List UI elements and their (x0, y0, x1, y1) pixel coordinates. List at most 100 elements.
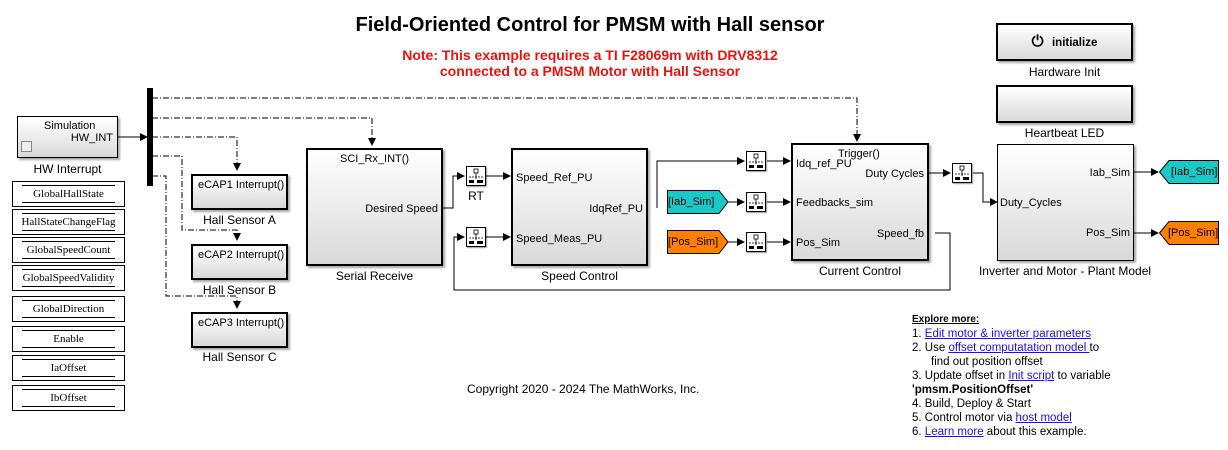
hardware-init-caption: Hardware Init (1028, 65, 1101, 79)
rate-transition-5[interactable] (746, 232, 766, 252)
explore-step-2: 2. Use offset computatation model to (912, 341, 1111, 355)
data-store-global-direction[interactable]: GlobalDirection (12, 296, 125, 322)
page-title: Field-Oriented Control for PMSM with Hal… (355, 14, 825, 36)
plant-pos-sim-port: Pos_Sim (1085, 227, 1130, 239)
note-line-2: connected to a PMSM Motor with Hall Sens… (439, 63, 741, 79)
data-store-enable[interactable]: Enable (12, 326, 125, 352)
rate-transition-4[interactable] (746, 192, 766, 212)
rate-transition-1[interactable] (466, 166, 486, 186)
idq-ref-port: Idq_ref_PU (796, 158, 852, 170)
desired-speed-port: Desired Speed (365, 203, 438, 215)
desired-speed-line (441, 172, 465, 209)
current-control-caption: Current Control (818, 264, 902, 278)
hw-interrupt-block[interactable]: Simulation HW_INT (17, 116, 118, 158)
from-tag-shape (667, 190, 729, 214)
function-call-demux[interactable] (147, 88, 153, 186)
plant-model-block[interactable]: Duty_Cycles Iab_Sim Pos_Sim (997, 144, 1134, 261)
serial-receive-caption: Serial Receive (335, 269, 414, 283)
current-control-block[interactable]: Trigger() Idq_ref_PU Feedbacks_sim Pos_S… (791, 143, 929, 261)
idqref-port: IdqRef_PU (589, 203, 643, 215)
plant-iab-sim-port: Iab_Sim (1089, 167, 1130, 179)
hall-sensor-a-caption: Hall Sensor A (203, 213, 276, 227)
rate-transition-icon (749, 153, 763, 168)
hall-sensor-a-block[interactable]: eCAP1 Interrupt() (191, 174, 288, 210)
step6-suffix: about this example. (983, 426, 1087, 438)
speed-control-caption: Speed Control (541, 269, 618, 283)
hall-sensor-b-caption: Hall Sensor B (202, 283, 277, 297)
step1-prefix: 1. (912, 328, 925, 340)
init-script-link[interactable]: Init script (1008, 370, 1055, 382)
rate-transition-3[interactable] (746, 151, 766, 171)
rate-transition-icon (469, 168, 483, 183)
heartbeat-led-block[interactable] (996, 85, 1133, 123)
fcall-line-hall-b (152, 155, 241, 241)
step3-prefix: 3. Update offset in (912, 370, 1009, 382)
learn-more-link[interactable]: Learn more (924, 426, 984, 438)
rate-transition-icon (469, 229, 483, 244)
from-iab-sim-tag[interactable]: [Iab_Sim] (667, 190, 729, 214)
rate-transition-2[interactable] (466, 227, 486, 247)
step2-prefix: 2. Use (912, 342, 949, 354)
rt-caption: RT (468, 189, 484, 203)
explore-step-1: 1. Edit motor & inverter parameters (912, 327, 1111, 341)
rate-transition-icon (749, 234, 763, 249)
data-store-hall-state-change-flag[interactable]: HallStateChangeFlag (12, 209, 125, 235)
feedbacks-sim-port: Feedbacks_sim (796, 197, 874, 209)
speed-ref-port: Speed_Ref_PU (516, 172, 593, 184)
speed-meas-port: Speed_Meas_PU (516, 233, 603, 245)
data-store-global-speed-count[interactable]: GlobalSpeedCount (12, 237, 125, 263)
hw-interrupt-caption: HW Interrupt (33, 162, 102, 176)
explore-step-3: 3. Update offset in Init script to varia… (912, 369, 1111, 383)
duty-cycles-port: Duty Cycles (865, 168, 924, 180)
serial-receive-trigger-port: SCI_Rx_INT() (340, 153, 410, 165)
rate-transition-6[interactable] (952, 163, 972, 183)
fcall-line-hall-c (152, 175, 241, 309)
fcall-line-hall-a (152, 136, 241, 171)
speed-fb-port: Speed_fb (876, 228, 924, 240)
current-control-trigger-port: Trigger() (838, 148, 880, 160)
explore-step-2-cont: find out position offset (931, 356, 1043, 368)
goto-iab-sim-tag[interactable]: [Iab_Sim] (1159, 160, 1219, 184)
hw-interrupt-inner-label: Simulation (44, 120, 96, 132)
hw-int-port: HW_INT (70, 132, 113, 144)
rate-transition-icon (955, 165, 969, 180)
step5-prefix: 5. Control motor via (912, 412, 1016, 424)
fcall-line-serial-receive (152, 117, 376, 146)
power-icon: ⏻ (1031, 33, 1044, 50)
speed-control-block[interactable]: Speed_Ref_PU Speed_Meas_PU IdqRef_PU (511, 148, 648, 266)
goto-pos-sim-tag[interactable]: [Pos_Sim] (1159, 221, 1219, 245)
serial-receive-block[interactable]: SCI_Rx_INT() Desired Speed (306, 148, 443, 266)
hall-sensor-b-block[interactable]: eCAP2 Interrupt() (191, 244, 288, 280)
hall-sensor-c-block[interactable]: eCAP3 Interrupt() (191, 312, 288, 348)
explore-heading: Explore more: (912, 314, 980, 325)
plant-model-caption: Inverter and Motor - Plant Model (978, 264, 1152, 278)
fcall-line-current-control (152, 97, 861, 142)
hall-b-trigger-port: eCAP2 Interrupt() (198, 249, 285, 261)
explore-step-4: 4. Build, Deploy & Start (912, 398, 1031, 410)
hardware-note: Note: This example requires a TI F28069m… (0, 47, 1180, 79)
idqref-line (656, 157, 745, 208)
goto-pos-label: [Pos_Sim] (1168, 227, 1219, 239)
data-store-ia-offset[interactable]: IaOffset (12, 355, 125, 381)
data-store-global-hall-state[interactable]: GlobalHallState (12, 181, 125, 207)
data-store-global-speed-validity[interactable]: GlobalSpeedValidity (12, 265, 125, 291)
heartbeat-led-caption: Heartbeat LED (1024, 126, 1105, 140)
explore-step-3-var: 'pmsm.PositionOffset' (912, 384, 1034, 396)
edit-parameters-link[interactable]: Edit motor & inverter parameters (924, 328, 1091, 340)
from-pos-sim-tag[interactable]: [Pos_Sim] (667, 230, 729, 254)
data-store-ib-offset[interactable]: IbOffset (12, 385, 125, 411)
hall-sensor-c-caption: Hall Sensor C (202, 350, 277, 364)
from-tag-shape (667, 230, 729, 254)
rt6-to-plant-line (973, 172, 998, 206)
explore-more-panel: Explore more: 1. Edit motor & inverter p… (912, 313, 1111, 439)
hall-c-trigger-port: eCAP3 Interrupt() (198, 317, 285, 329)
goto-tag-shape (1159, 221, 1219, 245)
step6-prefix: 6. (912, 426, 925, 438)
initialize-button[interactable]: ⏻ initialize (996, 23, 1133, 61)
step2-suffix: to (1089, 342, 1100, 354)
explore-step-5: 5. Control motor via host model (912, 411, 1111, 425)
offset-model-link[interactable]: offset computatation model (948, 342, 1090, 354)
pos-sim-port: Pos_Sim (796, 237, 841, 249)
host-model-link[interactable]: host model (1015, 412, 1072, 424)
